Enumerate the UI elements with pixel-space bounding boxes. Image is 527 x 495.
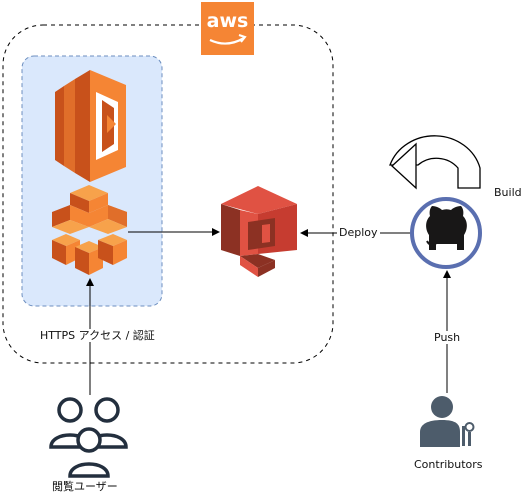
build-label: Build: [494, 186, 522, 199]
users-group-icon: [49, 397, 128, 478]
push-label: Push: [432, 331, 463, 344]
cloudfront-icon: [52, 185, 127, 275]
s3-bucket-icon: [221, 186, 297, 277]
viewer-users-label: 閲覧ユーザー: [52, 480, 118, 493]
developer-icon: [420, 396, 475, 447]
deploy-label: Deploy: [337, 226, 380, 239]
github-icon: [410, 197, 482, 269]
https-access-label: HTTPS アクセス / 認証: [38, 329, 157, 342]
aws-cloud-boundary: [2, 24, 334, 364]
lambda-icon: [55, 70, 126, 182]
build-loop-arrow: [389, 135, 481, 190]
contributors-label: Contributors: [414, 458, 483, 471]
aws-logo: [201, 2, 254, 55]
aws-logo-text: aws: [206, 10, 249, 32]
